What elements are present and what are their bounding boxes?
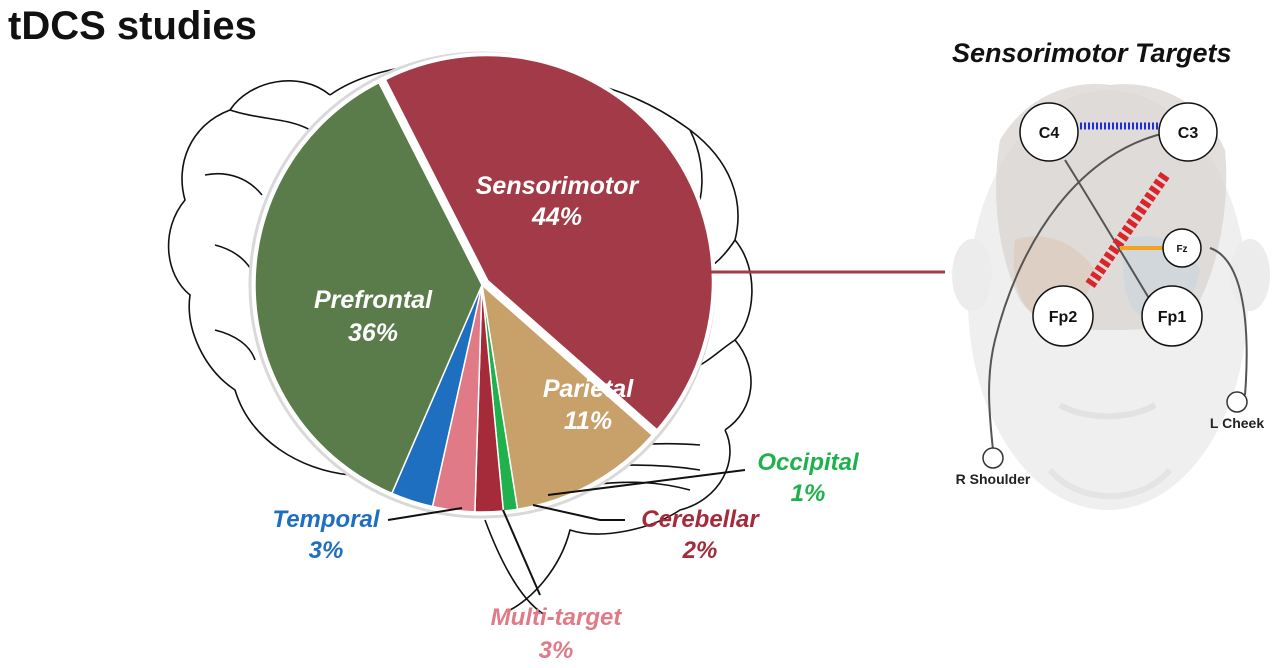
parietal-value: 11%	[564, 407, 612, 435]
occipital-label: Occipital	[757, 449, 860, 476]
right-ear	[952, 239, 992, 311]
pie-slices	[254, 52, 716, 513]
l-cheek-label: L Cheek	[1210, 415, 1264, 431]
electrode-fz: Fz	[1162, 228, 1202, 268]
temporal-leader-line	[387, 507, 463, 521]
electrode-c3-circle	[1158, 102, 1218, 162]
pie-slice-parietal	[480, 283, 654, 511]
mouth-shadow	[1058, 402, 1157, 420]
cerebellar-leader-line	[532, 504, 625, 521]
chart-title: tDCS studies	[8, 4, 257, 48]
electrode-fp1: Fp1	[1141, 285, 1203, 347]
prefrontal-value: 36%	[348, 319, 398, 347]
multi-target-label: Multi-target	[491, 604, 623, 631]
electrode-fp1-label: Fp1	[1158, 309, 1187, 326]
cerebellar-label: Cerebellar	[641, 506, 760, 533]
multi-target-value: 3%	[539, 637, 574, 664]
electrode-fp2-circle	[1032, 285, 1094, 347]
multi-target-leader-line	[502, 509, 541, 596]
electrode-wires	[988, 131, 1248, 451]
cerebellar-value: 2%	[682, 537, 718, 564]
c4-to-fp1-wire	[1064, 159, 1151, 301]
head-illustration	[952, 83, 1270, 510]
electrode-c4: C4	[1019, 102, 1079, 162]
parietal-label: Parietal	[543, 375, 634, 403]
electrode-c4-label: C4	[1039, 125, 1060, 142]
electrode-fp2-label: Fp2	[1049, 309, 1078, 326]
electrode-c3: C3	[1158, 102, 1218, 162]
temporal-label: Temporal	[272, 506, 380, 533]
pie-slice-prefrontal	[254, 81, 483, 495]
sensorimotor-label: Sensorimotor	[476, 172, 640, 200]
r-shoulder-electrode	[982, 447, 1004, 469]
electrode-fp2: Fp2	[1032, 285, 1094, 347]
electrode-fz-circle	[1162, 228, 1202, 268]
occipital-leader-line	[547, 469, 746, 496]
sensorimotor-value: 44%	[531, 203, 582, 231]
prefrontal-label: Prefrontal	[314, 286, 433, 314]
c3-to-shoulder-wire	[988, 131, 1171, 451]
electrode-c3-label: C3	[1178, 125, 1199, 142]
fz-to-cheek-wire	[1209, 247, 1248, 396]
l-cheek-electrode	[1226, 391, 1248, 413]
sensorimotor-panel-title: Sensorimotor Targets	[952, 38, 1232, 68]
r-shoulder-label: R Shoulder	[956, 471, 1031, 487]
electrode-c4-circle	[1019, 102, 1079, 162]
electrode-fz-label: Fz	[1176, 244, 1187, 255]
electrode-fp1-circle	[1141, 285, 1203, 347]
chin-shadow	[1047, 467, 1173, 500]
temporal-value: 3%	[309, 537, 344, 564]
occipital-value: 1%	[791, 480, 826, 507]
pie-slice-sensorimotor	[380, 52, 716, 435]
c3-fp2-current	[1085, 171, 1170, 289]
leader-lines	[387, 270, 945, 596]
